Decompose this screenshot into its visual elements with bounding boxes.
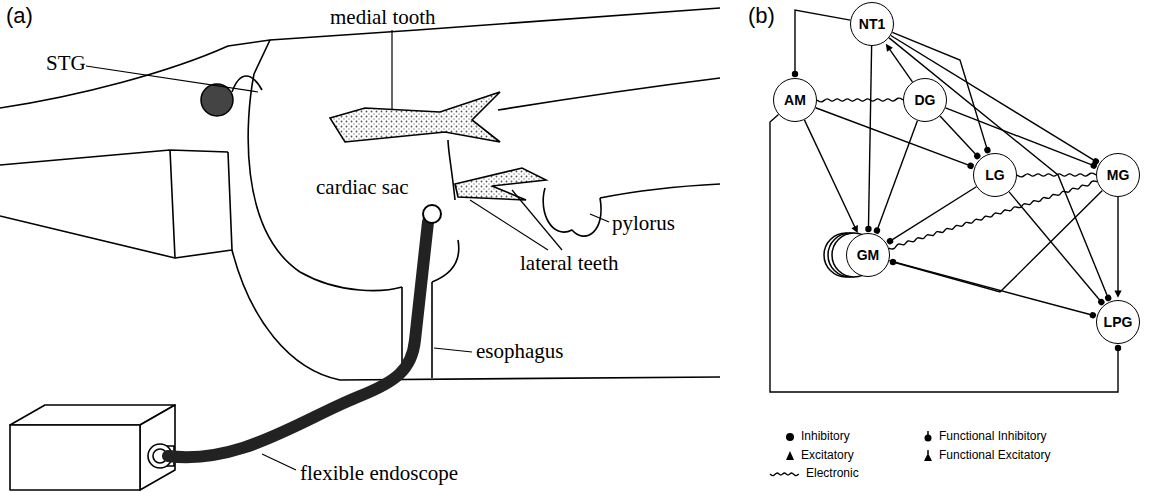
medial-tooth: [330, 92, 500, 142]
synapse-line: [890, 187, 976, 241]
leader-line: [470, 200, 548, 250]
illustration-part: [10, 425, 140, 490]
excitatory-symbol: [786, 451, 794, 460]
synapse-line: [795, 10, 850, 74]
legend-symbol: [923, 450, 933, 462]
electrical-coupling: [1017, 173, 1096, 177]
stomach-wall: [498, 78, 720, 110]
synapse-line: [892, 32, 987, 150]
synapse-line: [891, 36, 1096, 162]
part-label: cardiac sac: [316, 176, 409, 199]
synapse-line: [770, 115, 1118, 392]
inhibitory-symbol: [786, 433, 794, 441]
stomach-wall: [600, 184, 720, 198]
neuron-circle: DG: [903, 78, 947, 122]
body-outline: [232, 250, 720, 380]
synapse-line: [868, 46, 871, 229]
part-label: medial tooth: [330, 6, 436, 29]
neuron-name: DG: [915, 92, 936, 108]
synapse-line: [946, 108, 1094, 166]
neuron-circle: LPG: [1096, 300, 1140, 344]
part-label: STG: [46, 52, 86, 75]
synapse-line: [1117, 197, 1118, 296]
body-band: [170, 150, 232, 258]
neuron-circle: MG: [1096, 153, 1140, 197]
synapse-line: [877, 121, 917, 231]
panel-letter: (a): [6, 4, 33, 28]
leader-line: [590, 214, 609, 222]
pylorus-outline: [543, 188, 601, 236]
legend-text: Functional Inhibitory: [939, 430, 1046, 443]
synapse-line: [940, 116, 977, 156]
leader-line: [434, 348, 472, 352]
neuron-name: LG: [985, 167, 1004, 183]
neuron-circle: AM: [773, 78, 817, 122]
synapse-line: [816, 108, 971, 166]
panel-letter: (b): [748, 4, 775, 28]
functional-inhibitory-symbol: [925, 435, 932, 442]
part-label: pylorus: [612, 212, 675, 235]
endoscope-tip: [423, 205, 441, 223]
leader-line: [262, 454, 296, 470]
body-outline: [0, 150, 228, 165]
legend-text: Functional Excitatory: [939, 449, 1050, 462]
nerve: [232, 76, 262, 92]
neuron-circle: LG: [973, 153, 1017, 197]
neuron-name: LPG: [1104, 314, 1133, 330]
lateral-tooth: [455, 168, 546, 200]
endoscope-tube: [168, 222, 428, 457]
illustration-part: [0, 8, 720, 380]
legend-text: Inhibitory: [801, 430, 850, 443]
part-label: flexible endoscope: [300, 462, 458, 485]
leader-line: [391, 30, 392, 110]
synapse-line: [1009, 192, 1101, 302]
part-label: lateral teeth: [520, 252, 619, 275]
illustration-part: [86, 30, 609, 470]
synapse-line: [889, 38, 1108, 298]
illustration-part: [140, 405, 175, 490]
synapse-line: [887, 45, 913, 82]
neuron-name: AM: [784, 92, 806, 108]
neuron-name: NT1: [859, 16, 885, 32]
body-outline: [0, 216, 175, 258]
neuron-circle: NT1: [850, 2, 894, 46]
electrical-coupling: [817, 98, 903, 102]
leader-line: [86, 66, 258, 92]
electrical-symbol: [770, 473, 799, 476]
synapse-line: [804, 120, 857, 232]
functional-stem: [927, 431, 929, 435]
legend-symbol: [785, 450, 795, 462]
legend-symbol: [770, 468, 800, 480]
legend-text: Excitatory: [801, 449, 854, 462]
functional-excitatory-symbol: [924, 453, 932, 461]
legend-symbol: [923, 431, 933, 443]
legend-text: Electronic: [806, 467, 859, 480]
neuron-name: MG: [1107, 167, 1130, 183]
synapse-line: [893, 190, 1102, 292]
neuron-name: GM: [857, 247, 880, 263]
legend-symbol: [785, 431, 795, 443]
camera-box: [10, 405, 175, 490]
ganglion-dot: [201, 84, 233, 116]
neuron-circle: GM: [846, 233, 890, 277]
part-label: esophagus: [476, 340, 564, 363]
leader-line: [512, 190, 562, 250]
